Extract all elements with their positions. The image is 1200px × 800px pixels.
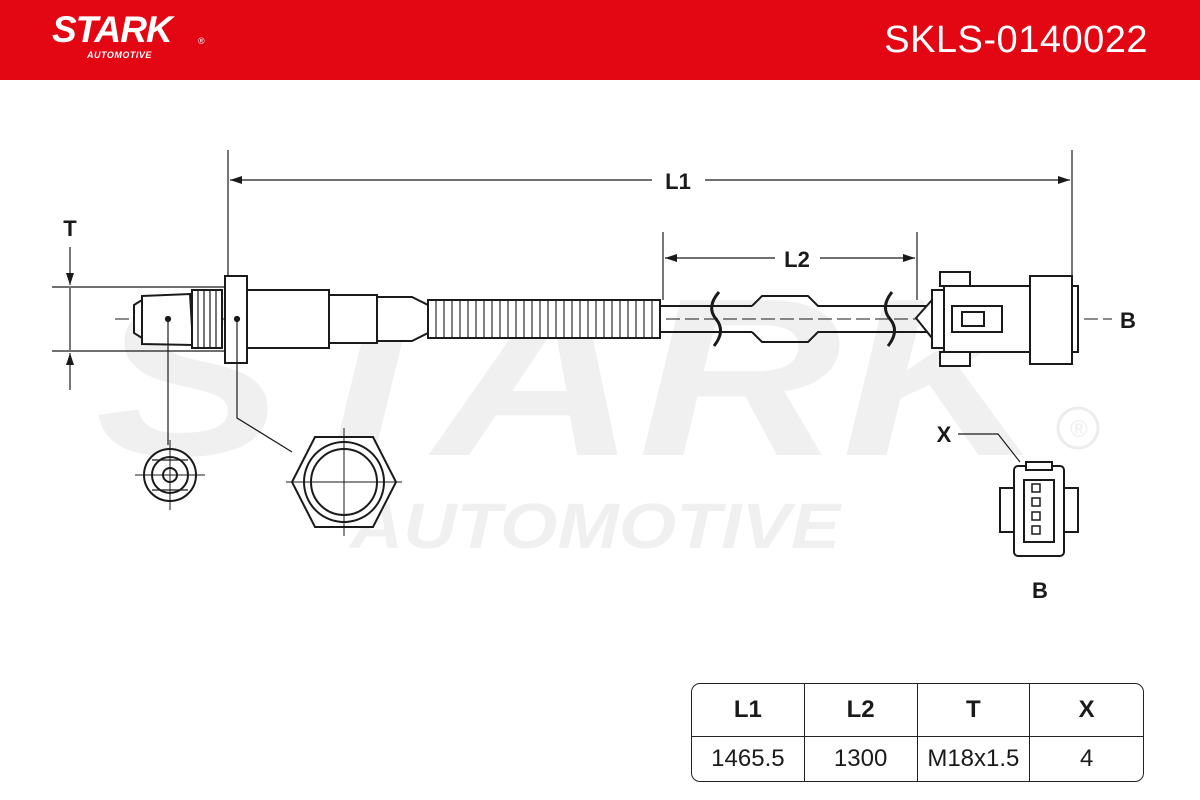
watermark-subtitle: AUTOMOTIVE xyxy=(348,490,843,562)
connector-side-view xyxy=(914,271,1079,367)
spec-table: L1 L2 T X 1465.5 1300 M18x1.5 4 xyxy=(691,683,1144,782)
spec-value-t: M18x1.5 xyxy=(918,737,1031,781)
spec-table-header-row: L1 L2 T X xyxy=(692,684,1143,737)
part-number: SKLS-0140022 xyxy=(884,19,1148,61)
connector-view-label: X xyxy=(937,422,952,447)
connector-front-view xyxy=(999,461,1079,557)
brand-logo: STARK xyxy=(52,9,173,50)
watermark-reg: ® xyxy=(1070,416,1088,443)
dimension-t-label: T xyxy=(63,216,77,241)
technical-drawing: STARK AUTOMOTIVE ® L1 L2 T B xyxy=(52,150,1136,603)
spec-header-x: X xyxy=(1030,684,1143,737)
brand-logo-subtitle: AUTOMOTIVE xyxy=(87,50,152,60)
connector-end-label: B xyxy=(1120,308,1136,333)
spec-value-x: 4 xyxy=(1079,745,1094,772)
dimension-l1 xyxy=(227,150,1073,290)
cable xyxy=(660,291,932,347)
dimension-l1-label: L1 xyxy=(665,169,691,194)
spec-value-l1: 1465.5 xyxy=(692,737,805,781)
spec-table-value-row: 1465.5 1300 M18x1.5 4 xyxy=(692,737,1143,781)
registered-mark: ® xyxy=(198,36,205,46)
leader-lines xyxy=(164,315,1021,463)
dimension-l2 xyxy=(662,232,918,300)
spec-header-l1: L1 xyxy=(692,684,805,737)
dimension-l2-label: L2 xyxy=(784,247,810,272)
connector-front-view-label: B xyxy=(1032,578,1048,603)
brand-header: STARK ® AUTOMOTIVE SKLS-0140022 xyxy=(0,0,1200,80)
spec-header-t: T xyxy=(917,684,1031,737)
hex-nut-end-view xyxy=(286,428,402,536)
sensor-tip-end-view xyxy=(135,440,205,510)
dimension-t xyxy=(52,247,230,390)
watermark: STARK AUTOMOTIVE ® xyxy=(95,251,1100,562)
spec-value-l2: 1300 xyxy=(805,737,918,781)
sensor-body xyxy=(133,275,661,364)
spec-header-l2: L2 xyxy=(804,684,918,737)
